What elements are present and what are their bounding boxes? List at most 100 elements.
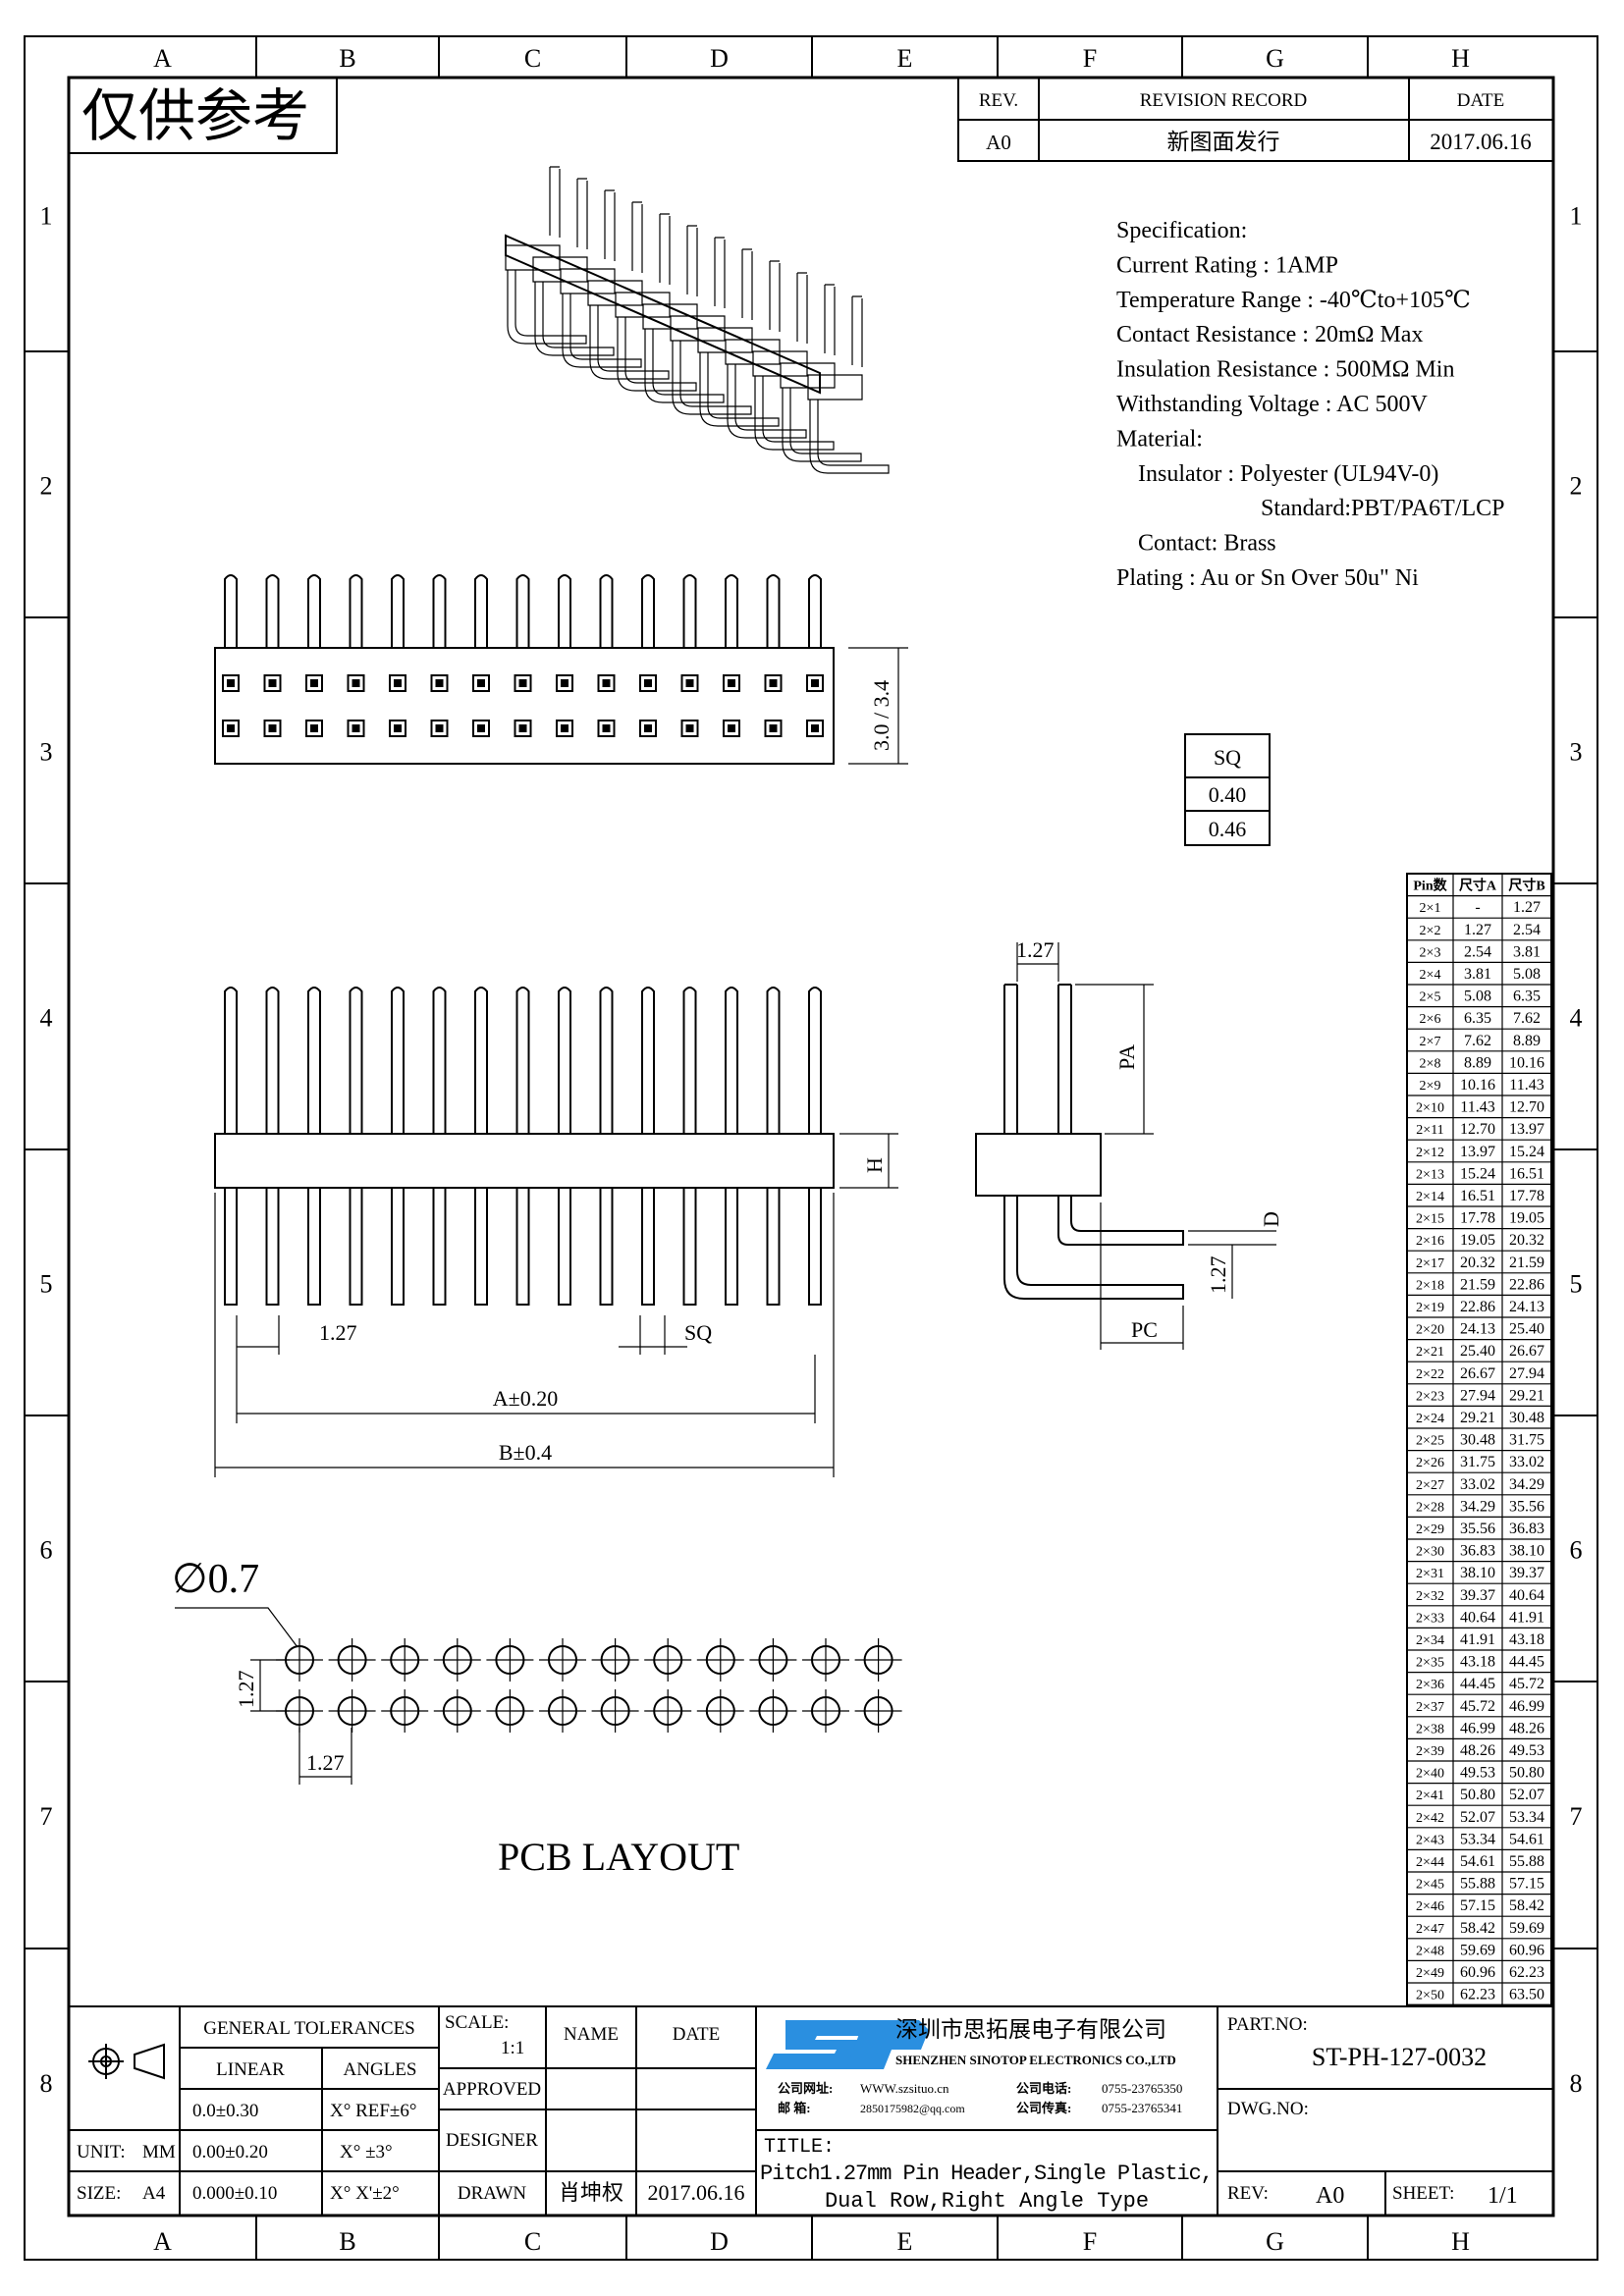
table-cell: 2.54	[1464, 943, 1491, 960]
zone-column-label: C	[524, 2227, 541, 2256]
pin	[807, 295, 890, 474]
table-cell: 41.91	[1460, 1631, 1495, 1648]
table-cell: 44.45	[1509, 1654, 1544, 1671]
hole-centerline	[696, 1638, 744, 1682]
spec-line: Temperature Range : -40℃to+105℃	[1116, 288, 1471, 313]
approved-label: APPROVED	[443, 2079, 541, 2100]
table-cell: 27.94	[1460, 1387, 1495, 1404]
table-cell: 2×10	[1416, 1101, 1444, 1116]
table-cell: 50.80	[1509, 1765, 1544, 1782]
side-view: 1.27 PA D 1.27 PC	[975, 937, 1283, 1350]
zone-row-label: 5	[40, 1270, 53, 1299]
pin-core	[685, 679, 694, 687]
pin-square	[723, 720, 740, 737]
hole-centerline	[276, 1638, 323, 1682]
drawn-name: 肖坤权	[559, 2180, 623, 2205]
table-cell: 52.07	[1509, 1787, 1544, 1803]
pin-core	[561, 724, 568, 732]
pin-core	[352, 724, 360, 732]
table-cell: 2×32	[1416, 1589, 1444, 1604]
pcb-vertical-pitch-label: 1.27	[234, 1671, 258, 1709]
table-cell: 2×22	[1416, 1367, 1444, 1382]
pin-tip	[808, 574, 822, 648]
zone-row-label: 8	[40, 2069, 53, 2098]
table-cell: 54.61	[1509, 1831, 1544, 1847]
zone-row-label: 2	[40, 472, 53, 501]
title-block: GENERAL TOLERANCES LINEAR ANGLES 0.0±0.3…	[69, 2005, 1553, 2216]
hole-centerline	[696, 1689, 744, 1733]
pin-square	[430, 674, 449, 692]
pin	[560, 189, 642, 368]
table-cell: 12.70	[1460, 1121, 1495, 1138]
table-cell: 43.18	[1460, 1654, 1495, 1671]
drawing-title-line2: Dual Row,Right Angle Type	[825, 2189, 1149, 2214]
zone-row-label: 5	[1570, 1270, 1583, 1299]
table-cell: 20.32	[1509, 1232, 1544, 1249]
linear-tol: 0.00±0.20	[192, 2142, 268, 2163]
table-cell: 13.97	[1509, 1121, 1544, 1138]
table-cell: 52.07	[1460, 1809, 1495, 1826]
hole-centerline	[644, 1638, 692, 1682]
table-cell: 8.89	[1513, 1033, 1541, 1049]
linear-header: LINEAR	[216, 2059, 285, 2080]
table-cell: 2×21	[1416, 1345, 1444, 1360]
pin-core	[477, 679, 485, 687]
pin-core	[518, 679, 527, 687]
table-cell: 55.88	[1460, 1876, 1495, 1893]
sq-table: SQ 0.40 0.46	[1184, 733, 1271, 846]
table-cell: 33.02	[1509, 1454, 1544, 1470]
table-cell: 2×30	[1416, 1545, 1444, 1560]
zone-column-label: G	[1266, 44, 1284, 73]
pin-tip	[766, 574, 781, 648]
table-cell: 22.86	[1509, 1276, 1544, 1293]
zone-column-label: B	[339, 2227, 355, 2256]
pin	[780, 284, 862, 462]
table-cell: 27.94	[1509, 1365, 1544, 1382]
pin-square	[764, 720, 783, 737]
website-label: 公司网址:	[778, 2081, 833, 2096]
pin-square	[680, 674, 699, 692]
table-cell: 2×12	[1416, 1146, 1444, 1160]
hole-centerline	[486, 1689, 534, 1733]
table-cell: 7.62	[1513, 1010, 1541, 1027]
dim-d-label: D	[1259, 1211, 1283, 1227]
table-cell: 50.80	[1460, 1787, 1495, 1803]
table-cell: 2×7	[1420, 1035, 1441, 1049]
table-cell: 45.72	[1509, 1676, 1544, 1692]
spec-line: Material:	[1116, 426, 1203, 452]
pin-tip	[474, 574, 488, 648]
table-cell: 2×15	[1416, 1212, 1444, 1227]
pin	[515, 987, 530, 1306]
pin-square	[305, 674, 323, 692]
pin-core	[352, 679, 360, 687]
pin-square	[389, 720, 406, 737]
pin-core	[310, 724, 318, 732]
dim-b-label: B±0.4	[499, 1440, 552, 1465]
zone-column-label: H	[1451, 44, 1470, 73]
table-cell: 2×19	[1416, 1301, 1444, 1315]
table-cell: 10.16	[1509, 1054, 1544, 1071]
pin-tip	[391, 574, 405, 648]
part-no-label: PART.NO:	[1227, 2014, 1308, 2035]
zone-column-label: D	[710, 44, 729, 73]
sq-value: 0.40	[1209, 782, 1247, 807]
table-cell: 2×49	[1416, 1966, 1444, 1981]
pin-core	[769, 724, 778, 732]
table-cell: 34.29	[1509, 1476, 1544, 1493]
table-cell: 2×33	[1416, 1611, 1444, 1626]
table-cell: 15.24	[1509, 1144, 1544, 1160]
table-cell: 40.64	[1509, 1587, 1544, 1604]
pin-core	[310, 679, 318, 687]
table-cell: 17.78	[1460, 1210, 1495, 1227]
table-cell: 41.91	[1509, 1609, 1544, 1626]
title-label: TITLE:	[764, 2136, 835, 2159]
pin-square	[723, 674, 740, 692]
pin	[224, 987, 238, 1306]
dim-a-label: A±0.20	[493, 1386, 558, 1411]
email-label: 邮 箱:	[778, 2101, 811, 2115]
pin-core	[435, 724, 444, 732]
table-cell: 39.37	[1509, 1565, 1544, 1581]
table-cell: 15.24	[1460, 1165, 1495, 1182]
table-cell: 1.27	[1513, 899, 1541, 916]
